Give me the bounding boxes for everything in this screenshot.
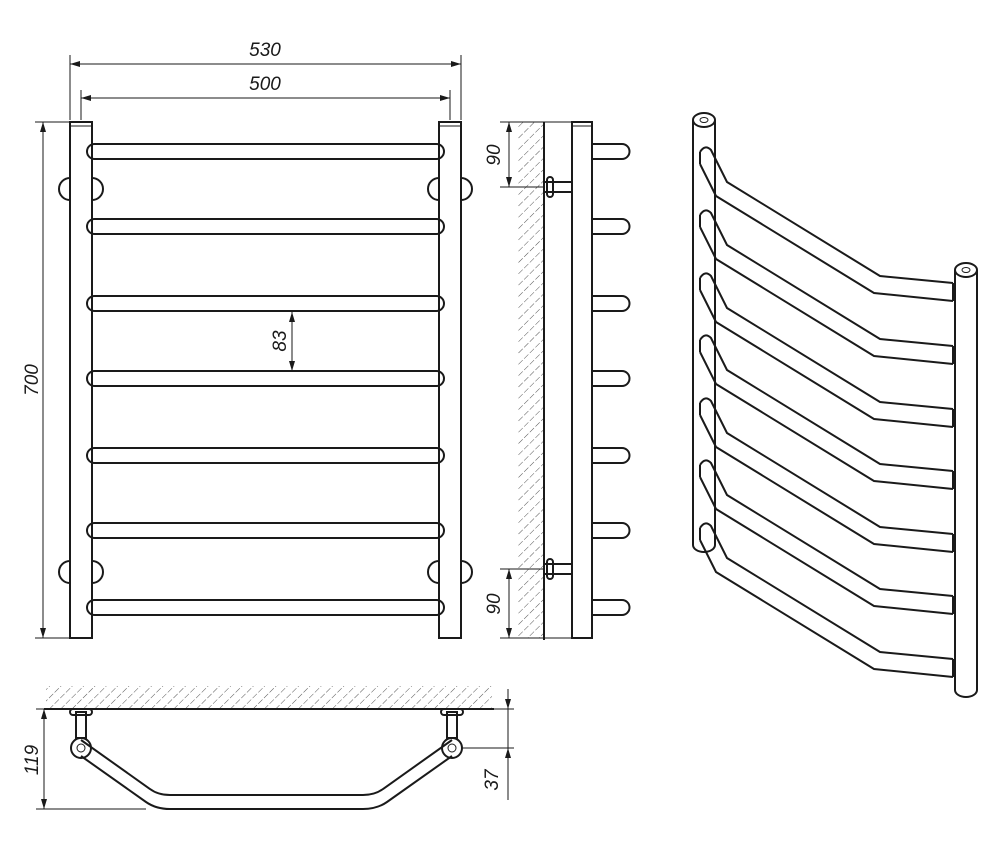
dim-overall-width: 530 xyxy=(69,40,462,120)
side-post xyxy=(571,121,593,639)
dim-label-530: 530 xyxy=(249,40,281,61)
side-view: 90 90 xyxy=(484,121,631,640)
dim-wall-offset-top: 90 xyxy=(484,121,572,188)
front-view: 530 500 700 83 xyxy=(22,40,473,639)
left-post xyxy=(69,121,93,639)
iso-rung xyxy=(699,334,954,490)
front-brackets xyxy=(58,177,473,584)
iso-rung xyxy=(699,522,954,678)
rail-inner xyxy=(80,755,453,810)
rung xyxy=(86,599,445,616)
dim-label-83: 83 xyxy=(270,330,291,352)
rail-outer xyxy=(80,739,453,796)
iso-front-post-cap xyxy=(954,262,978,278)
side-rung-stubs xyxy=(592,143,631,616)
dim-label-119: 119 xyxy=(22,744,43,775)
iso-rung xyxy=(699,459,954,615)
iso-rung xyxy=(699,272,954,428)
iso-rear-post xyxy=(692,120,716,553)
dim-label-700: 700 xyxy=(22,364,43,396)
rung xyxy=(86,370,445,387)
top-brackets xyxy=(69,708,464,739)
isometric-view xyxy=(692,112,978,698)
dim-label-90-bottom: 90 xyxy=(484,593,505,615)
rung xyxy=(86,295,445,312)
dim-height: 700 xyxy=(22,121,70,639)
iso-rungs xyxy=(699,146,954,678)
dim-label-37: 37 xyxy=(482,768,503,791)
dim-label-90-top: 90 xyxy=(484,144,505,166)
rung xyxy=(86,143,445,160)
iso-rung xyxy=(699,209,954,365)
dim-depth: 119 xyxy=(22,708,146,810)
rung xyxy=(86,447,445,464)
dim-label-500: 500 xyxy=(249,74,281,95)
iso-rear-post-cap xyxy=(692,112,716,128)
dim-center-width: 500 xyxy=(80,74,451,120)
wall-hatch xyxy=(518,122,544,638)
side-brackets xyxy=(543,176,573,580)
dim-mount-depth: 37 xyxy=(462,689,514,800)
iso-rung xyxy=(699,397,954,553)
iso-rung xyxy=(699,146,954,302)
top-view: 119 37 xyxy=(22,686,514,810)
post-cap-left xyxy=(70,737,92,759)
rung xyxy=(86,522,445,539)
front-rungs xyxy=(86,143,445,616)
dim-wall-offset-bottom: 90 xyxy=(484,568,572,639)
iso-front-post xyxy=(954,270,978,698)
right-post xyxy=(438,121,462,639)
wall-hatch-top xyxy=(46,686,492,708)
dim-rung-spacing: 83 xyxy=(270,312,295,371)
rung xyxy=(86,218,445,235)
post-cap-right-inner xyxy=(447,743,457,753)
post-cap-left-inner xyxy=(76,743,86,753)
